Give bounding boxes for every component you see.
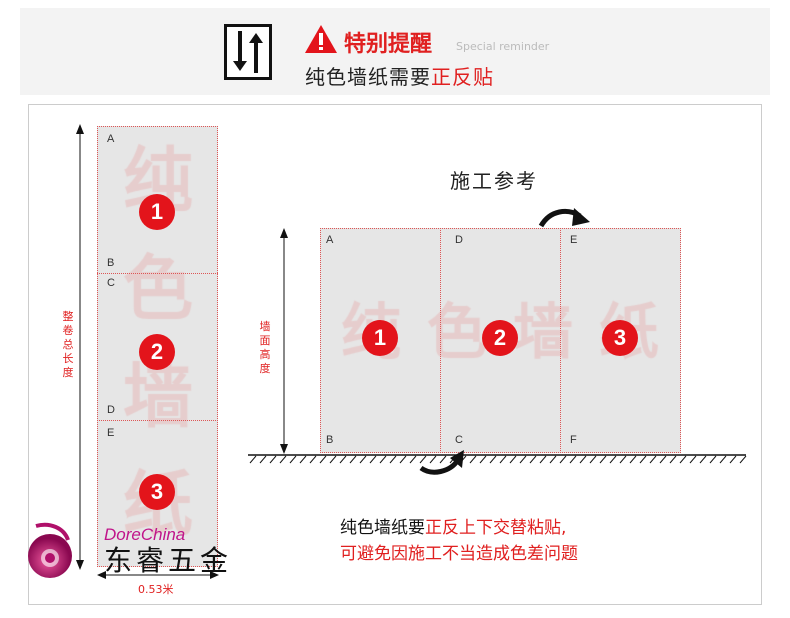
roll-length-label: 整卷总长度 (62, 310, 74, 379)
brand-name-en: DoreChina (104, 525, 186, 544)
ground-hatch (309, 455, 317, 464)
ground-hatch (609, 455, 617, 464)
ground-hatch (709, 455, 717, 464)
ground-hatch (649, 455, 657, 464)
ground-hatch (629, 455, 637, 464)
ground-hatch (379, 455, 387, 464)
ground-hatch (489, 455, 497, 464)
ground-hatch (519, 455, 527, 464)
ground-hatch (699, 455, 707, 464)
warning-icon (305, 25, 337, 53)
divider (97, 420, 218, 421)
ground-hatch (599, 455, 607, 464)
ground-hatch (389, 455, 397, 464)
height-arrow (280, 228, 288, 454)
ground-hatch (429, 455, 437, 464)
note-line-1: 纯色墙纸要正反上下交替粘贴, (340, 513, 566, 538)
ground-hatch (639, 455, 647, 464)
ground-hatch (329, 455, 337, 464)
ground-line (248, 454, 747, 464)
ground-hatch (559, 455, 567, 464)
ground-hatch (249, 455, 257, 464)
ground-hatch (529, 455, 537, 464)
ground-hatch (729, 455, 737, 464)
brand-name-cn: 东睿五金 (104, 544, 233, 577)
reminder-title: 特别提醒 (344, 32, 433, 57)
label-b: B (107, 257, 115, 269)
ground-hatch (349, 455, 357, 464)
ground-hatch (409, 455, 417, 464)
label-a: A (107, 133, 115, 145)
ground-hatch (669, 455, 677, 464)
ground-hatch (659, 455, 667, 464)
ground-hatch (399, 455, 407, 464)
ground-hatch (539, 455, 547, 464)
flip-arrows-icon (224, 24, 272, 80)
panel-number-1: 1 (362, 320, 398, 356)
panel-number-3: 3 (602, 320, 638, 356)
label-e: E (107, 427, 115, 439)
reminder-header (20, 8, 770, 95)
label-d: D (107, 404, 115, 416)
diagram-panel (28, 104, 762, 605)
ground-hatch (339, 455, 347, 464)
ground-hatch (509, 455, 517, 464)
label-d: D (455, 234, 463, 246)
ground-hatch (689, 455, 697, 464)
ground-hatch (569, 455, 577, 464)
note-text: 纯色墙纸要 (340, 518, 425, 538)
ground-hatch (319, 455, 327, 464)
ground-hatch (499, 455, 507, 464)
reminder-subtitle: Special reminder (456, 40, 550, 53)
ground-hatch (359, 455, 367, 464)
ground-hatch (619, 455, 627, 464)
panel-number-2: 2 (139, 334, 175, 370)
label-b: B (326, 434, 334, 446)
wall-height-label: 墙面高度 (259, 320, 271, 375)
curved-arrow-icon (419, 450, 464, 475)
ground-hatch (739, 455, 747, 464)
width-arrow (97, 571, 219, 579)
ground-hatch (299, 455, 307, 464)
reminder-emphasis: 正反贴 (431, 65, 494, 89)
panel-number-1: 1 (139, 194, 175, 230)
ground-hatch (469, 455, 477, 464)
label-a: A (326, 234, 334, 246)
ground-hatch (589, 455, 597, 464)
label-e: E (570, 234, 578, 246)
ground-hatch (279, 455, 287, 464)
reminder-line: 纯色墙纸需要正反贴 (305, 61, 494, 90)
ground-hatch (439, 455, 447, 464)
brand-logo-icon (28, 522, 72, 578)
divider (440, 228, 441, 453)
divider (560, 228, 561, 453)
ground-hatch (479, 455, 487, 464)
divider (97, 273, 218, 274)
label-c: C (455, 434, 463, 446)
reminder-text: 纯色墙纸需要 (305, 65, 431, 89)
curved-arrow-icon (538, 208, 590, 228)
panel-number-2: 2 (482, 320, 518, 356)
note-emphasis: 正反上下交替粘贴, (425, 518, 567, 538)
note-line-2: 可避免因施工不当造成色差问题 (340, 544, 578, 564)
roll-width-label: 0.53米 (138, 583, 174, 596)
ground-hatch (579, 455, 587, 464)
ground-hatch (269, 455, 277, 464)
ground-hatch (259, 455, 267, 464)
ground-hatch (419, 455, 427, 464)
ground-hatch (549, 455, 557, 464)
ground-hatch (719, 455, 727, 464)
panel-number-3: 3 (139, 474, 175, 510)
construction-title: 施工参考 (450, 169, 538, 193)
length-arrow (76, 124, 84, 570)
ground-hatch (289, 455, 297, 464)
label-c: C (107, 277, 115, 289)
ground-hatch (679, 455, 687, 464)
ground-hatch (369, 455, 377, 464)
label-f: F (570, 434, 577, 446)
